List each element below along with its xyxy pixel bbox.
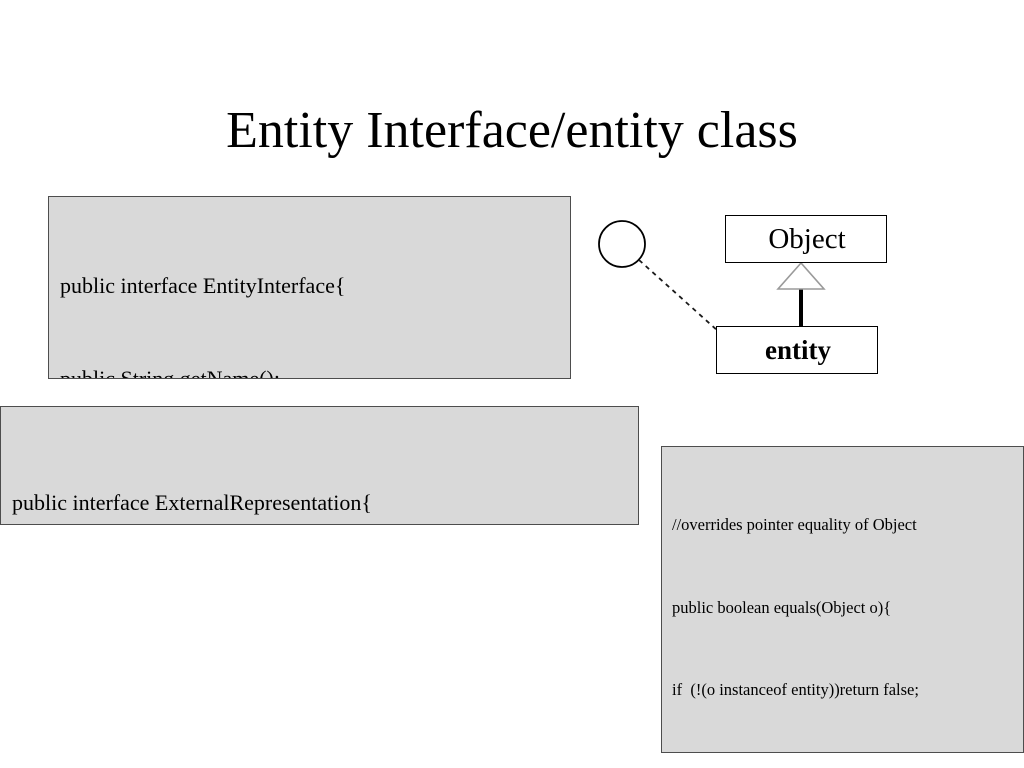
realization-dashed-line <box>638 259 719 332</box>
code-line: public boolean equals(Object o){ <box>672 597 892 617</box>
page-title: Entity Interface/entity class <box>226 102 798 159</box>
uml-class-box-object[interactable]: Object <box>725 215 887 263</box>
uml-class-label-entity: entity <box>765 335 831 365</box>
code-line: public interface EntityInterface{ <box>60 273 346 298</box>
code-box-external-representation: public interface ExternalRepresentation{… <box>0 406 639 525</box>
code-line: public String getName(); <box>60 366 280 379</box>
code-line: //overrides pointer equality of Object <box>672 515 917 534</box>
lollipop-interface-circle <box>598 220 646 268</box>
uml-connectors <box>598 220 826 332</box>
generalization-triangle-head <box>776 261 826 290</box>
uml-class-label-object: Object <box>768 223 846 255</box>
code-line: public interface ExternalRepresentation{ <box>12 490 372 515</box>
uml-class-box-entity[interactable]: entity <box>716 326 878 374</box>
code-box-entity-methods: //overrides pointer equality of Object p… <box>661 446 1024 753</box>
uml-diagram <box>585 205 905 390</box>
code-box-entity-interface: public interface EntityInterface{ public… <box>48 196 571 379</box>
code-line: if (!(o instanceof entity))return false; <box>672 680 919 699</box>
